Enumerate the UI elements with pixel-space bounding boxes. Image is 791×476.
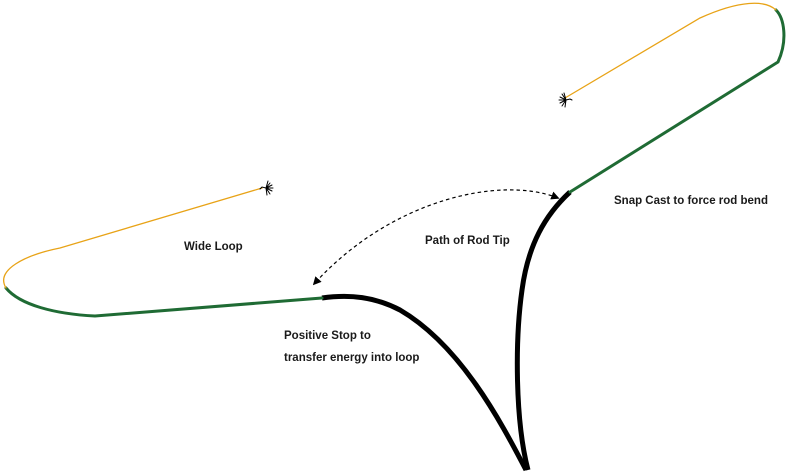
fly-line-wide-loop (4, 286, 324, 318)
leader-wide-loop (3, 187, 263, 289)
label-snap-cast: Snap Cast to force rod bend (614, 195, 768, 207)
label-path-of-rod-tip: Path of Rod Tip (425, 235, 510, 247)
rod-snap-cast (514, 190, 572, 471)
rod-positive-stop (321, 293, 529, 472)
fly-icon (558, 92, 573, 108)
label-wide-loop: Wide Loop (184, 241, 243, 253)
label-positive-stop-line-2: transfer energy into loop (284, 352, 419, 364)
label-positive-stop-line-1: Positive Stop to (284, 330, 371, 342)
fly-icon (259, 180, 274, 196)
rod-tip-path-arrow (312, 189, 560, 286)
leader-snap-cast (564, 2, 777, 99)
fly-line-snap-cast (568, 8, 786, 194)
